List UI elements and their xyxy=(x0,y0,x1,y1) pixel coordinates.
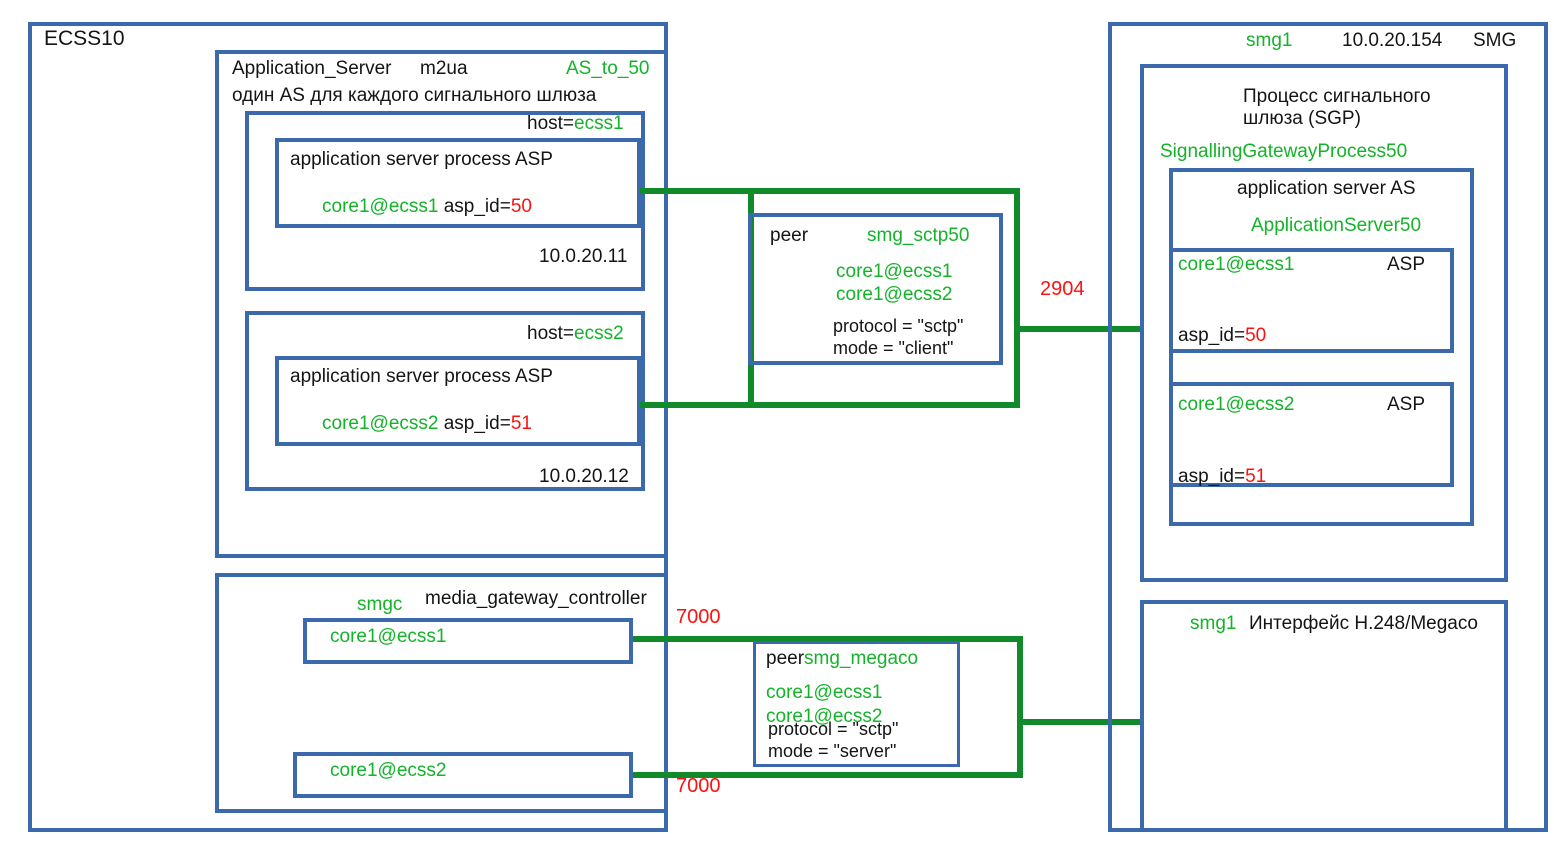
asp-node-line-ecss2: core1@ecss2 asp_id=51 xyxy=(322,413,532,435)
link-m2ua-to-smg xyxy=(1014,326,1144,332)
smg-as-title: application server AS xyxy=(1237,178,1416,199)
mgc-node-box-ecss2 xyxy=(293,752,633,798)
asp-id-value-ecss1: 50 xyxy=(510,196,532,217)
host-value-ecss1: ecss1 xyxy=(574,113,624,134)
peer-megaco-node-1: core1@ecss1 xyxy=(766,682,883,703)
mgc-type-label: media_gateway_controller xyxy=(425,588,647,609)
mgc-box xyxy=(215,573,668,813)
application-server-name: AS_to_50 xyxy=(566,58,650,79)
link-megaco-top-segment xyxy=(633,636,1023,642)
link-megaco-right-bus xyxy=(1017,636,1023,778)
peer-megaco-protocol: protocol = "sctp" xyxy=(768,719,899,739)
host-key-ecss1: host= xyxy=(527,113,575,134)
mgc-node-ecss1: core1@ecss1 xyxy=(330,626,447,647)
ecss10-label: ECSS10 xyxy=(44,27,125,50)
asp-title-ecss1: application server process ASP xyxy=(290,149,553,170)
smg-asp-id-line-1: asp_id=50 xyxy=(1178,325,1266,347)
asp-id-label-ecss2: asp_id= xyxy=(443,413,511,434)
smg-asp-node-2: core1@ecss2 xyxy=(1178,394,1295,415)
smg-kind: SMG xyxy=(1473,30,1517,51)
sgp-name: SignallingGatewayProcess50 xyxy=(1160,141,1408,162)
sgp-title-line2: шлюза (SGP) xyxy=(1243,108,1361,129)
peer-megaco-node-2: core1@ecss2 xyxy=(766,706,883,727)
host-label-ecss2: host=ecss2 xyxy=(527,323,624,345)
mgc-node-ecss2: core1@ecss2 xyxy=(330,760,447,781)
smg-name: smg1 xyxy=(1246,30,1293,51)
asp-box-ecss2 xyxy=(275,356,641,446)
peer-sctp50-mode: mode = "client" xyxy=(833,338,954,358)
peer-megaco-box xyxy=(753,641,960,767)
peer-megaco-mode: mode = "server" xyxy=(768,741,897,761)
asp-node-ecss1: core1@ecss1 xyxy=(322,196,439,217)
mgc-node-box-ecss1 xyxy=(303,618,633,664)
port-label-2904: 2904 xyxy=(1040,278,1085,300)
host-box-ecss2 xyxy=(245,311,645,491)
asp-id-value-ecss2: 51 xyxy=(510,413,532,434)
peer-sctp50-node-1: core1@ecss1 xyxy=(836,261,953,282)
smg-as-name: ApplicationServer50 xyxy=(1251,215,1422,236)
host-ip-ecss1: 10.0.20.11 xyxy=(539,246,628,267)
peer-sctp50-name: smg_sctp50 xyxy=(867,225,970,246)
peer-sctp50-node-2: core1@ecss2 xyxy=(836,284,953,305)
smg-megaco-iface-name: smg1 xyxy=(1190,613,1237,634)
application-server-box xyxy=(215,50,668,558)
peer-megaco-kind-label: peer xyxy=(766,648,805,669)
asp-id-label-ecss1: asp_id= xyxy=(443,196,511,217)
smg-megaco-iface-box xyxy=(1140,600,1508,832)
host-value-ecss2: ecss2 xyxy=(574,323,624,344)
smg-asp-id-line-2: asp_id=51 xyxy=(1178,466,1266,488)
peer-sctp50-box xyxy=(748,213,1003,365)
asp-node-line-ecss1: core1@ecss1 asp_id=50 xyxy=(322,196,532,218)
smg-asp-kind-1: ASP xyxy=(1387,254,1426,275)
smg-asp-id-label-1: asp_id= xyxy=(1178,325,1246,346)
link-m2ua-top-segment xyxy=(640,188,750,194)
host-label-ecss1: host=ecss1 xyxy=(527,113,624,135)
port-label-7000-bottom: 7000 xyxy=(676,775,721,797)
host-key-ecss2: host= xyxy=(527,323,575,344)
link-megaco-spacer-panel xyxy=(963,644,1017,764)
smg-megaco-iface-title: Интерфейс H.248/Megaco xyxy=(1249,613,1478,634)
asp-title-ecss2: application server process ASP xyxy=(290,366,553,387)
port-label-7000-top: 7000 xyxy=(676,606,721,628)
smg-asp-box-1 xyxy=(1169,248,1454,353)
application-server-protocol-label: m2ua xyxy=(420,58,468,79)
sgp-title-line1: Процесс сигнального xyxy=(1243,86,1431,107)
link-m2ua-bottom-segment xyxy=(640,402,750,408)
link-megaco-to-smg xyxy=(1017,719,1144,725)
peer-megaco-name: smg_megaco xyxy=(804,648,919,669)
smg-asp-id-value-2: 51 xyxy=(1245,466,1267,487)
smg-asp-node-1: core1@ecss1 xyxy=(1178,254,1295,275)
smg-ip: 10.0.20.154 xyxy=(1342,30,1443,51)
peer-sctp50-protocol: protocol = "sctp" xyxy=(833,316,964,336)
asp-box-ecss1 xyxy=(275,138,641,228)
smg-asp-kind-2: ASP xyxy=(1387,394,1426,415)
asp-node-ecss2: core1@ecss2 xyxy=(322,413,439,434)
link-megaco-bottom-segment xyxy=(633,772,1023,778)
application-server-note: один AS для каждого сигнального шлюза xyxy=(232,85,597,106)
host-ip-ecss2: 10.0.20.12 xyxy=(539,466,629,487)
host-box-ecss1 xyxy=(245,111,645,291)
peer-sctp50-kind-label: peer xyxy=(770,225,809,246)
peer-megaco-title-line: peersmg_megaco xyxy=(766,648,918,670)
application-server-type-label: Application_Server xyxy=(232,58,392,79)
smg-asp-id-label-2: asp_id= xyxy=(1178,466,1246,487)
smg-asp-box-2 xyxy=(1169,382,1454,487)
sgp-box xyxy=(1140,64,1508,582)
smg-asp-id-value-1: 50 xyxy=(1245,325,1267,346)
mgc-name: smgc xyxy=(357,594,403,615)
